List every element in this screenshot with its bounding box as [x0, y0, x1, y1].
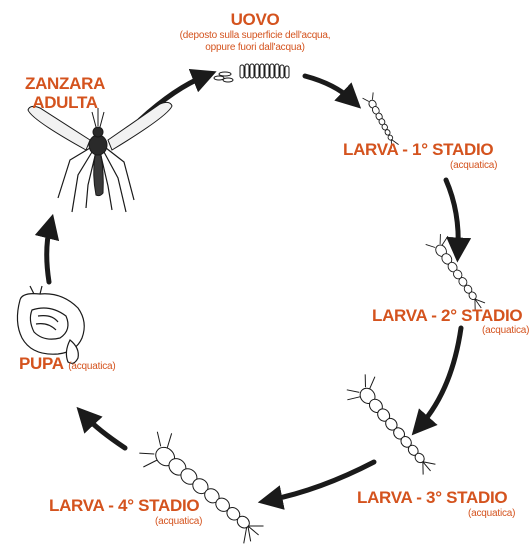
larva-icon [134, 426, 273, 552]
adult-title-line2: ADULTA [25, 94, 105, 111]
larva3-title: LARVA - 3° STADIO [357, 489, 507, 506]
egg-raft-icon [214, 64, 289, 82]
egg-note-line1: (deposto sulla superficie dell'acqua, [165, 31, 345, 41]
larva4-title: LARVA - 4° STADIO [49, 497, 199, 514]
larva1-title: LARVA - 1° STADIO [343, 141, 493, 158]
cycle-arrow-icon [446, 180, 458, 250]
cycle-arrow-icon [85, 416, 125, 448]
egg-title: UOVO [225, 11, 285, 28]
larva-icon [342, 371, 444, 483]
larva4-note: (acquatica) [155, 517, 202, 527]
pupa-label: PUPA (acquatica) [19, 355, 116, 373]
larva2-title: LARVA - 2° STADIO [372, 307, 522, 324]
pupa-title: PUPA [19, 354, 64, 373]
cycle-arrow-icon [305, 76, 352, 100]
cycle-arrow-icon [420, 328, 461, 426]
larva3-note: (acquatica) [468, 509, 515, 519]
mosquito-icon [28, 102, 172, 212]
larva1-note: (acquatica) [450, 161, 497, 171]
cycle-arrow-icon [47, 226, 50, 282]
pupa-note: (acquatica) [68, 361, 115, 372]
larva2-note: (acquatica) [482, 326, 529, 336]
pupa-icon [17, 286, 84, 363]
egg-note-line2: oppure fuori dall'acqua) [185, 43, 325, 53]
adult-title-line1: ZANZARA [25, 75, 105, 92]
